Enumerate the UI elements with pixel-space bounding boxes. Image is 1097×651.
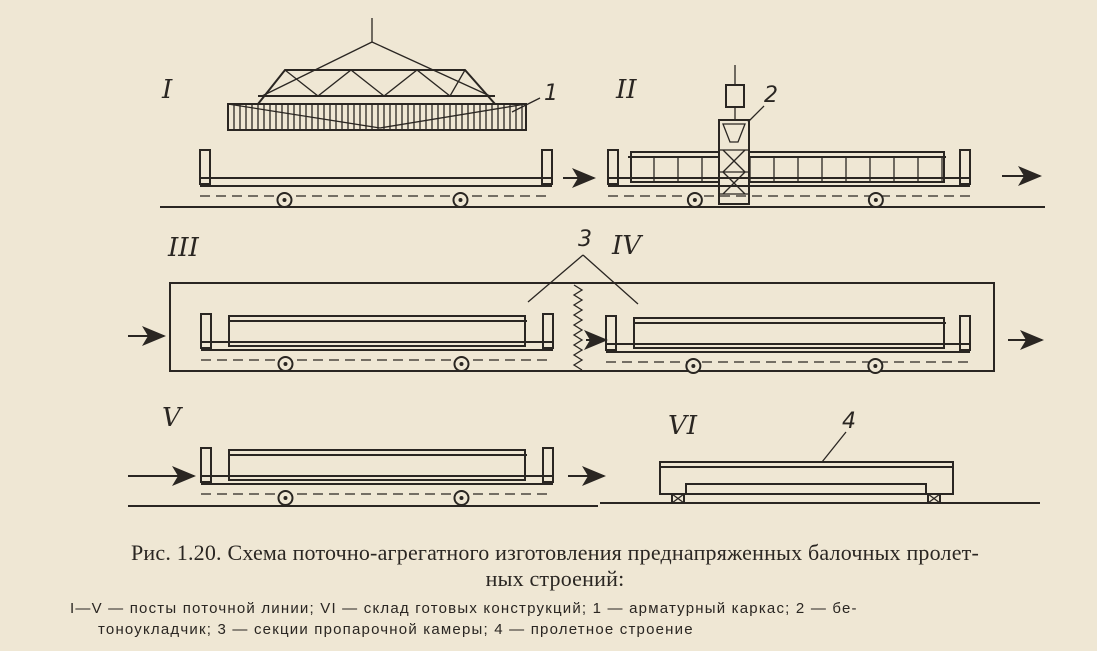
trolley-3: [200, 313, 554, 372]
callout-4: 4: [842, 409, 856, 434]
callout-2: 2: [764, 83, 778, 108]
lifting-truss: [255, 68, 498, 105]
figure-legend: I—V — посты поточной линии; VI — склад г…: [70, 598, 1050, 640]
steam-chamber: [169, 282, 995, 372]
trolley-1: [199, 149, 553, 208]
callout-leader-2: [747, 105, 765, 123]
caption-title-line-2: ных строений:: [485, 566, 625, 591]
callout-leader-4: [821, 431, 847, 463]
post-label-4: IV: [611, 231, 643, 261]
callout-3: 3: [578, 227, 592, 252]
post-5: V: [128, 403, 606, 507]
legend-line-1: I—V — посты поточной линии; VI — склад г…: [70, 600, 858, 617]
post-label-5: V: [162, 403, 183, 433]
callout-1: 1: [544, 81, 558, 106]
trolley-2: [607, 149, 971, 208]
concrete-spreader: [718, 65, 750, 205]
span-structure: [659, 461, 954, 495]
callout-3-group: 3: [527, 227, 639, 305]
reinforcement-cage: [227, 103, 527, 131]
post-label-1: I: [161, 75, 173, 105]
chamber-section-divider: [572, 284, 584, 371]
post-2: II 2: [607, 65, 1042, 208]
support-right: [927, 493, 941, 504]
support-left: [671, 493, 685, 504]
legend-line-2: тоноукладчик; 3 — секции пропарочной кам…: [98, 621, 694, 638]
caption-title-line-1: Рис. 1.20. Схема поточно-агрегатного изг…: [130, 540, 980, 565]
post-6-storage: VI 4: [600, 409, 1040, 504]
post-1: I 1: [160, 18, 1045, 208]
post-3: [200, 313, 554, 372]
callout-leader-1: [511, 97, 541, 113]
beam-3: [228, 315, 526, 347]
post-label-6: VI: [668, 411, 698, 441]
concrete-form: [628, 151, 946, 183]
trolley-5: [200, 447, 554, 506]
trolley-4: [605, 315, 971, 374]
post-4: [605, 315, 971, 374]
post-label-3: III: [167, 233, 200, 263]
beam-4: [633, 317, 945, 349]
figure-caption: Рис. 1.20. Схема поточно-агрегатного изг…: [60, 540, 1050, 592]
post-label-2: II: [615, 75, 637, 105]
flow-line-diagram: I 1 II: [128, 18, 1045, 507]
crane-sling: [261, 18, 491, 97]
beam-5: [228, 449, 526, 481]
